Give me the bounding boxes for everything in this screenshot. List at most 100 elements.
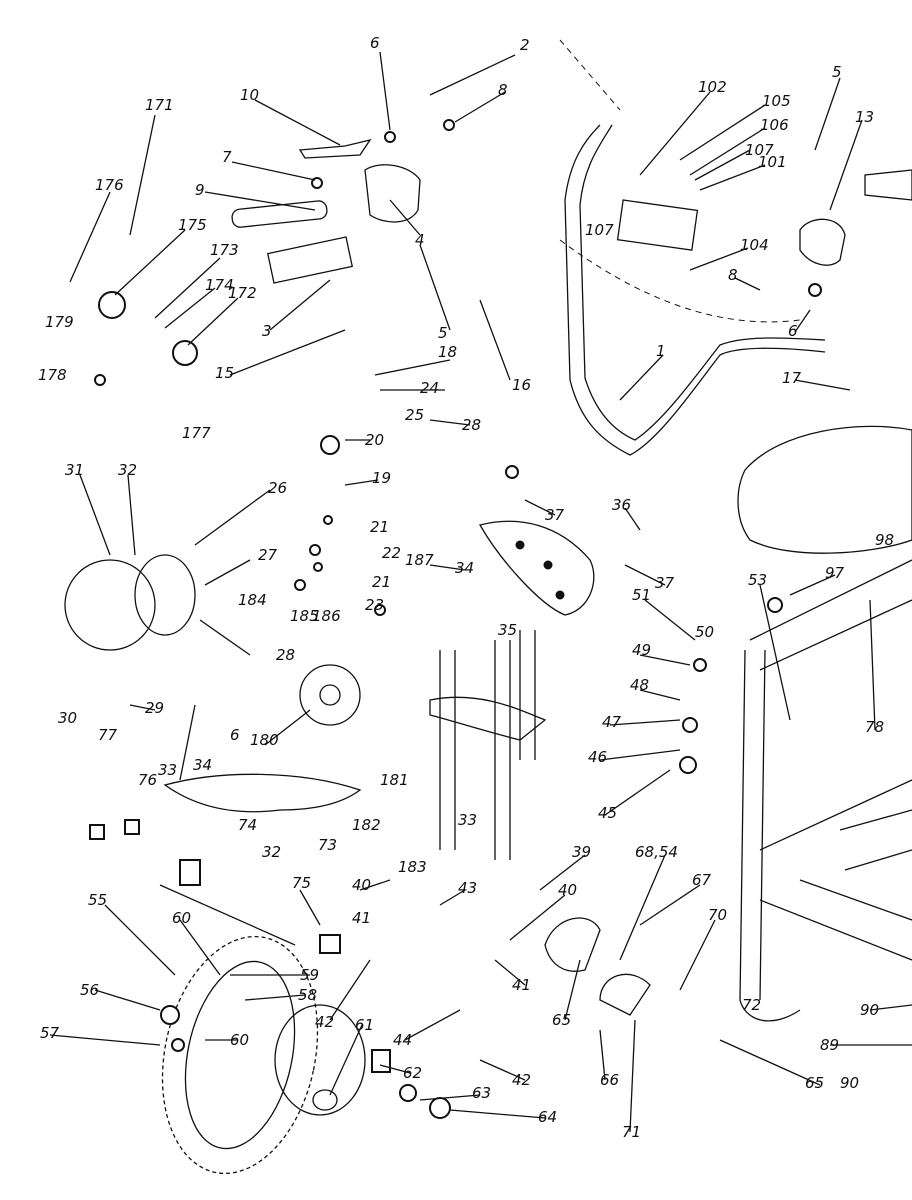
part-number-label: 7 — [222, 148, 232, 166]
part-number-label: 44 — [393, 1031, 412, 1049]
part-number-label: 73 — [318, 836, 337, 854]
part-number-label: 77 — [98, 726, 118, 744]
part-number-label: 8 — [498, 81, 508, 99]
part-number-label: 6 — [370, 34, 380, 52]
part-number-label: 107 — [585, 221, 614, 239]
part-number-label: 41 — [512, 976, 531, 994]
part-number-label: 90 — [840, 1074, 859, 1092]
hub — [274, 1004, 366, 1116]
part-number-label: 53 — [748, 571, 767, 589]
brake-plate — [599, 973, 651, 1016]
part-number-label: 18 — [438, 343, 457, 361]
part-number-label: 42 — [512, 1071, 531, 1089]
part-number-label: 31 — [65, 461, 84, 479]
part-number-label: 184 — [238, 591, 267, 609]
part-number-label: 39 — [572, 843, 591, 861]
part-number-label: 6 — [230, 726, 240, 744]
part-number-label: 183 — [398, 858, 427, 876]
windshield — [559, 39, 801, 323]
part-number-label: 62 — [403, 1064, 422, 1082]
part-number-label: 187 — [405, 551, 434, 569]
part-number-label: 58 — [298, 986, 317, 1004]
part-number-label: 33 — [458, 811, 477, 829]
part-number-label: 21 — [372, 573, 391, 591]
part-number-label: 175 — [178, 216, 207, 234]
right-grip — [864, 169, 912, 201]
part-number-label: 42 — [315, 1013, 334, 1031]
part-number-label: 171 — [145, 96, 174, 114]
part-number-label: 90 — [860, 1001, 879, 1019]
lever — [298, 138, 372, 159]
part-number-label: 60 — [230, 1031, 249, 1049]
part-number-label: 67 — [692, 871, 712, 889]
part-number-label: 37 — [655, 574, 675, 592]
part-number-label: 172 — [228, 284, 257, 302]
part-number-label: 61 — [355, 1016, 374, 1034]
part-number-label: 106 — [760, 116, 789, 134]
part-number-label: 15 — [215, 364, 234, 382]
part-number-label: 56 — [80, 981, 99, 999]
part-number-label: 97 — [825, 564, 845, 582]
part-number-label: 28 — [276, 646, 295, 664]
part-number-label: 2 — [520, 36, 530, 54]
part-number-label: 40 — [352, 876, 371, 894]
frame — [739, 559, 912, 1022]
part-number-label: 65 — [805, 1074, 824, 1092]
part-number-label: 72 — [742, 996, 761, 1014]
part-number-label: 182 — [352, 816, 381, 834]
part-number-label: 101 — [758, 153, 787, 171]
part-number-label: 104 — [740, 236, 769, 254]
part-number-label: 57 — [40, 1024, 60, 1042]
part-number-label: 24 — [420, 379, 439, 397]
part-number-label: 179 — [45, 313, 74, 331]
part-number-label: 178 — [38, 366, 67, 384]
part-number-label: 51 — [632, 586, 651, 604]
part-number-label: 34 — [193, 756, 212, 774]
headlight-rim — [64, 559, 156, 651]
part-number-label: 49 — [632, 641, 651, 659]
part-number-label: 98 — [875, 531, 894, 549]
part-number-label: 9 — [195, 181, 205, 199]
part-number-label: 46 — [588, 748, 607, 766]
fork — [429, 630, 547, 860]
part-number-label: 1 — [656, 342, 666, 360]
part-number-label: 32 — [118, 461, 137, 479]
part-number-label: 13 — [855, 108, 874, 126]
part-number-label: 17 — [782, 369, 802, 387]
part-number-label: 41 — [352, 909, 371, 927]
right-housing — [799, 218, 846, 266]
part-number-label: 32 — [262, 843, 281, 861]
tank-cover — [737, 425, 912, 554]
part-number-label: 29 — [145, 699, 164, 717]
part-number-label: 65 — [552, 1011, 571, 1029]
part-number-label: 176 — [95, 176, 124, 194]
part-number-label: 180 — [250, 731, 279, 749]
part-number-label: 8 — [728, 266, 738, 284]
part-number-label: 37 — [545, 506, 565, 524]
part-number-label: 47 — [602, 713, 622, 731]
fender — [163, 773, 362, 813]
part-number-label: 16 — [512, 376, 531, 394]
throttle-housing — [364, 164, 421, 223]
horn — [299, 664, 361, 726]
part-number-label: 3 — [262, 322, 272, 340]
part-number-label: 70 — [708, 906, 727, 924]
brake-shoe — [544, 917, 601, 972]
part-number-label: 40 — [558, 881, 577, 899]
part-number-label: 173 — [210, 241, 239, 259]
part-number-label: 27 — [258, 546, 278, 564]
headlight-shell — [134, 554, 196, 636]
part-number-label: 55 — [88, 891, 107, 909]
part-number-label: 75 — [292, 874, 311, 892]
part-number-label: 4 — [415, 231, 425, 249]
part-number-label: 36 — [612, 496, 631, 514]
part-number-label: 5 — [832, 63, 842, 81]
switch-plate — [616, 199, 699, 251]
part-number-label: 5 — [438, 324, 448, 342]
part-number-label: 105 — [762, 92, 791, 110]
part-number-label: 60 — [172, 909, 191, 927]
part-number-label: 21 — [370, 518, 389, 536]
part-number-label: 71 — [622, 1123, 641, 1141]
